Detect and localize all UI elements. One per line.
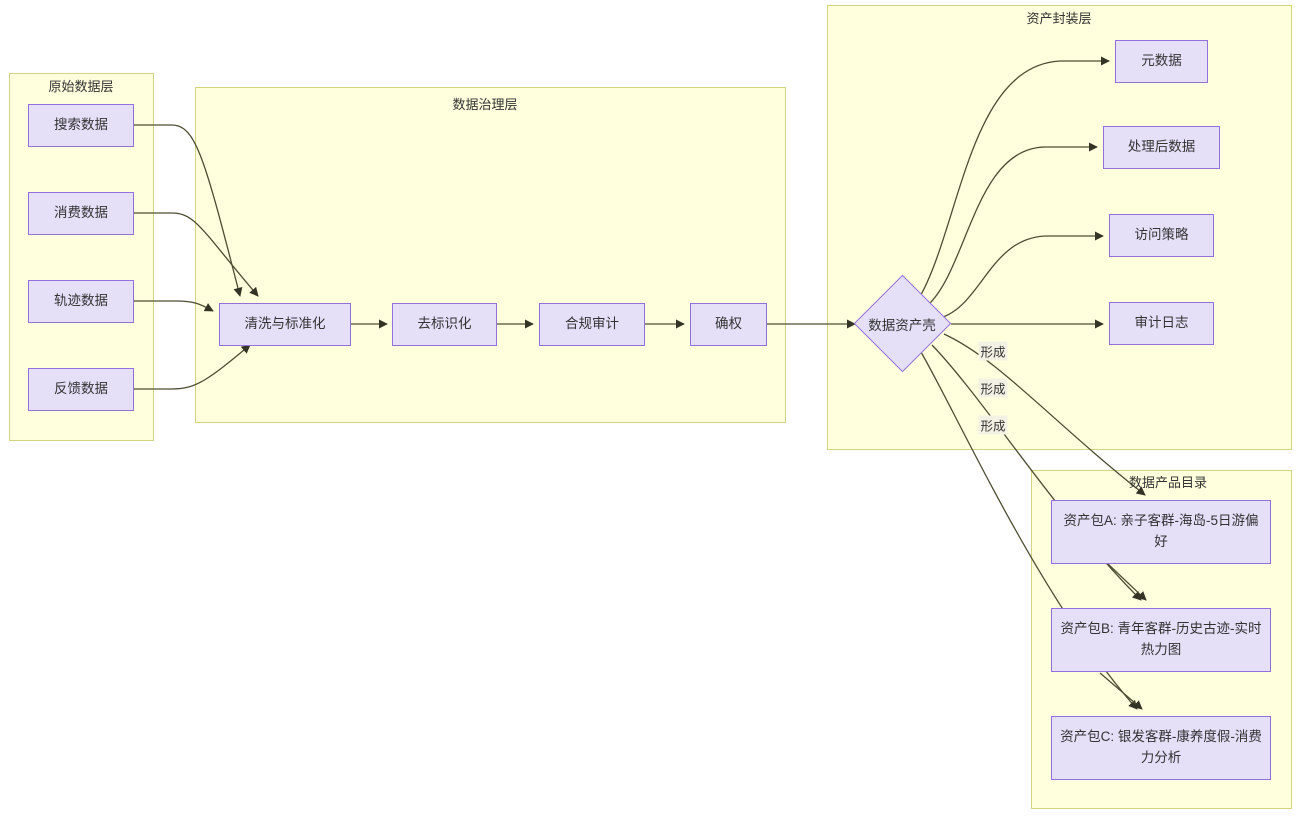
node-asset-package-a[interactable]: 资产包A: 亲子客群-海岛-5日游偏好: [1051, 500, 1271, 564]
node-asset-package-c[interactable]: 资产包C: 银发客群-康养度假-消费力分析: [1051, 716, 1271, 780]
node-access-policy[interactable]: 访问策略: [1109, 214, 1214, 257]
node-data-asset-shell-label: 数据资产壳: [868, 318, 936, 333]
cluster-asset-packaging-layer: [827, 5, 1292, 450]
edge-label-form-a: 形成: [978, 341, 1008, 361]
cluster-title-data-governance-layer: 数据治理层: [452, 97, 518, 112]
node-audit-log[interactable]: 审计日志: [1109, 302, 1214, 345]
node-search-data[interactable]: 搜索数据: [28, 104, 134, 147]
node-rights-confirmation[interactable]: 确权: [690, 303, 767, 346]
cluster-title-raw-data-layer: 原始数据层: [48, 79, 114, 94]
node-trajectory-data[interactable]: 轨迹数据: [28, 280, 134, 323]
node-processed-data[interactable]: 处理后数据: [1103, 126, 1220, 169]
node-feedback-data[interactable]: 反馈数据: [28, 368, 134, 411]
cluster-data-governance-layer: [195, 87, 786, 423]
node-asset-package-b[interactable]: 资产包B: 青年客群-历史古迹-实时热力图: [1051, 608, 1271, 672]
node-de-identification[interactable]: 去标识化: [392, 303, 497, 346]
cluster-title-data-product-catalog: 数据产品目录: [1128, 475, 1208, 490]
node-consumption-data[interactable]: 消费数据: [28, 192, 134, 235]
cluster-title-asset-packaging-layer: 资产封装层: [1026, 11, 1092, 26]
edge-label-form-c: 形成: [978, 415, 1008, 435]
node-compliance-audit[interactable]: 合规审计: [539, 303, 645, 346]
node-metadata[interactable]: 元数据: [1115, 40, 1208, 83]
node-cleaning-and-standardization[interactable]: 清洗与标准化: [219, 303, 351, 346]
edge-label-form-b: 形成: [978, 378, 1008, 398]
